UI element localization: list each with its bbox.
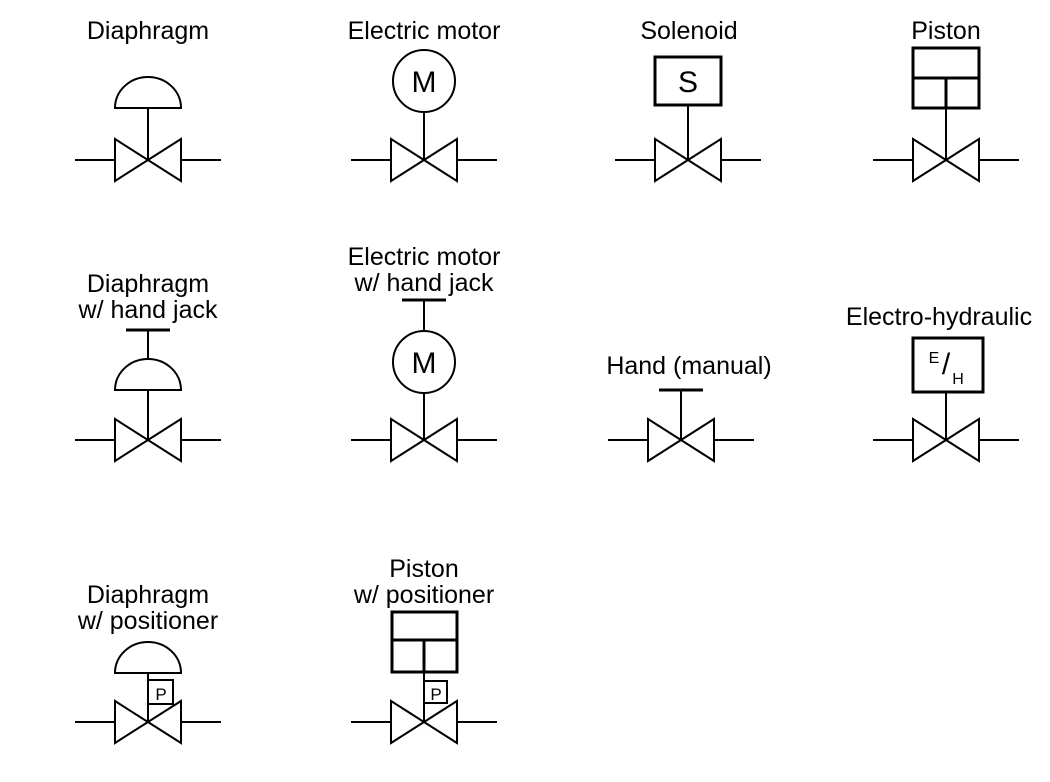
valve-body [114,137,182,183]
symbol-label: Solenoid [640,17,737,45]
symbol-label: Piston [389,555,458,583]
positioner-letter: P [155,685,166,704]
symbol-label: Electric motor [348,17,501,45]
symbol-piston-positioner: Piston w/ positioner P [351,555,497,745]
eh-letter-top: E [929,350,940,367]
symbol-label-line2: w/ positioner [77,607,218,635]
symbol-solenoid: Solenoid S [615,17,761,183]
valve-body [647,417,715,463]
positioner-box [423,680,448,704]
positioner-box [147,679,174,705]
diaphragm-dome [113,76,183,109]
electro-hydraulic-box [911,336,985,394]
diaphragm-dome [113,358,183,391]
symbol-diaphragm-positioner: Diaphragm w/ positioner P [75,581,221,745]
diaphragm-dome [113,641,183,674]
valve-body [114,699,182,745]
symbol-label: Electric motor [348,243,501,271]
symbol-label: Diaphragm [87,270,209,298]
symbol-piston: Piston [873,17,1019,183]
valve-body [114,417,182,463]
symbol-label-line2: w/ hand jack [354,269,494,297]
symbol-label-line2: w/ positioner [353,581,494,609]
valve-body [912,417,980,463]
symbol-label-line2: w/ hand jack [78,296,218,324]
valve-body [654,137,722,183]
valve-body [390,137,458,183]
motor-letter: M [412,66,437,99]
symbol-label: Hand (manual) [606,352,771,380]
solenoid-letter: S [678,66,698,99]
symbol-label: Diaphragm [87,581,209,609]
eh-letter-bottom: H [952,371,964,388]
symbol-diaphragm: Diaphragm [75,17,221,183]
valve-body [390,699,458,745]
valve-body [912,137,980,183]
symbol-label: Diaphragm [87,17,209,45]
symbol-electric-motor-hand-jack: Electric motor w/ hand jack M [348,243,501,463]
motor-letter: M [412,347,437,380]
symbol-label: Piston [911,17,980,45]
symbol-electro-hydraulic: Electro-hydraulic E / H [846,303,1032,463]
positioner-letter: P [430,685,441,704]
symbol-diaphragm-hand-jack: Diaphragm w/ hand jack [75,270,221,463]
eh-slash: / [942,348,951,381]
symbol-hand-manual: Hand (manual) [606,352,772,463]
symbol-electric-motor: Electric motor M [348,17,501,183]
valve-body [390,417,458,463]
symbol-label: Electro-hydraulic [846,303,1032,331]
